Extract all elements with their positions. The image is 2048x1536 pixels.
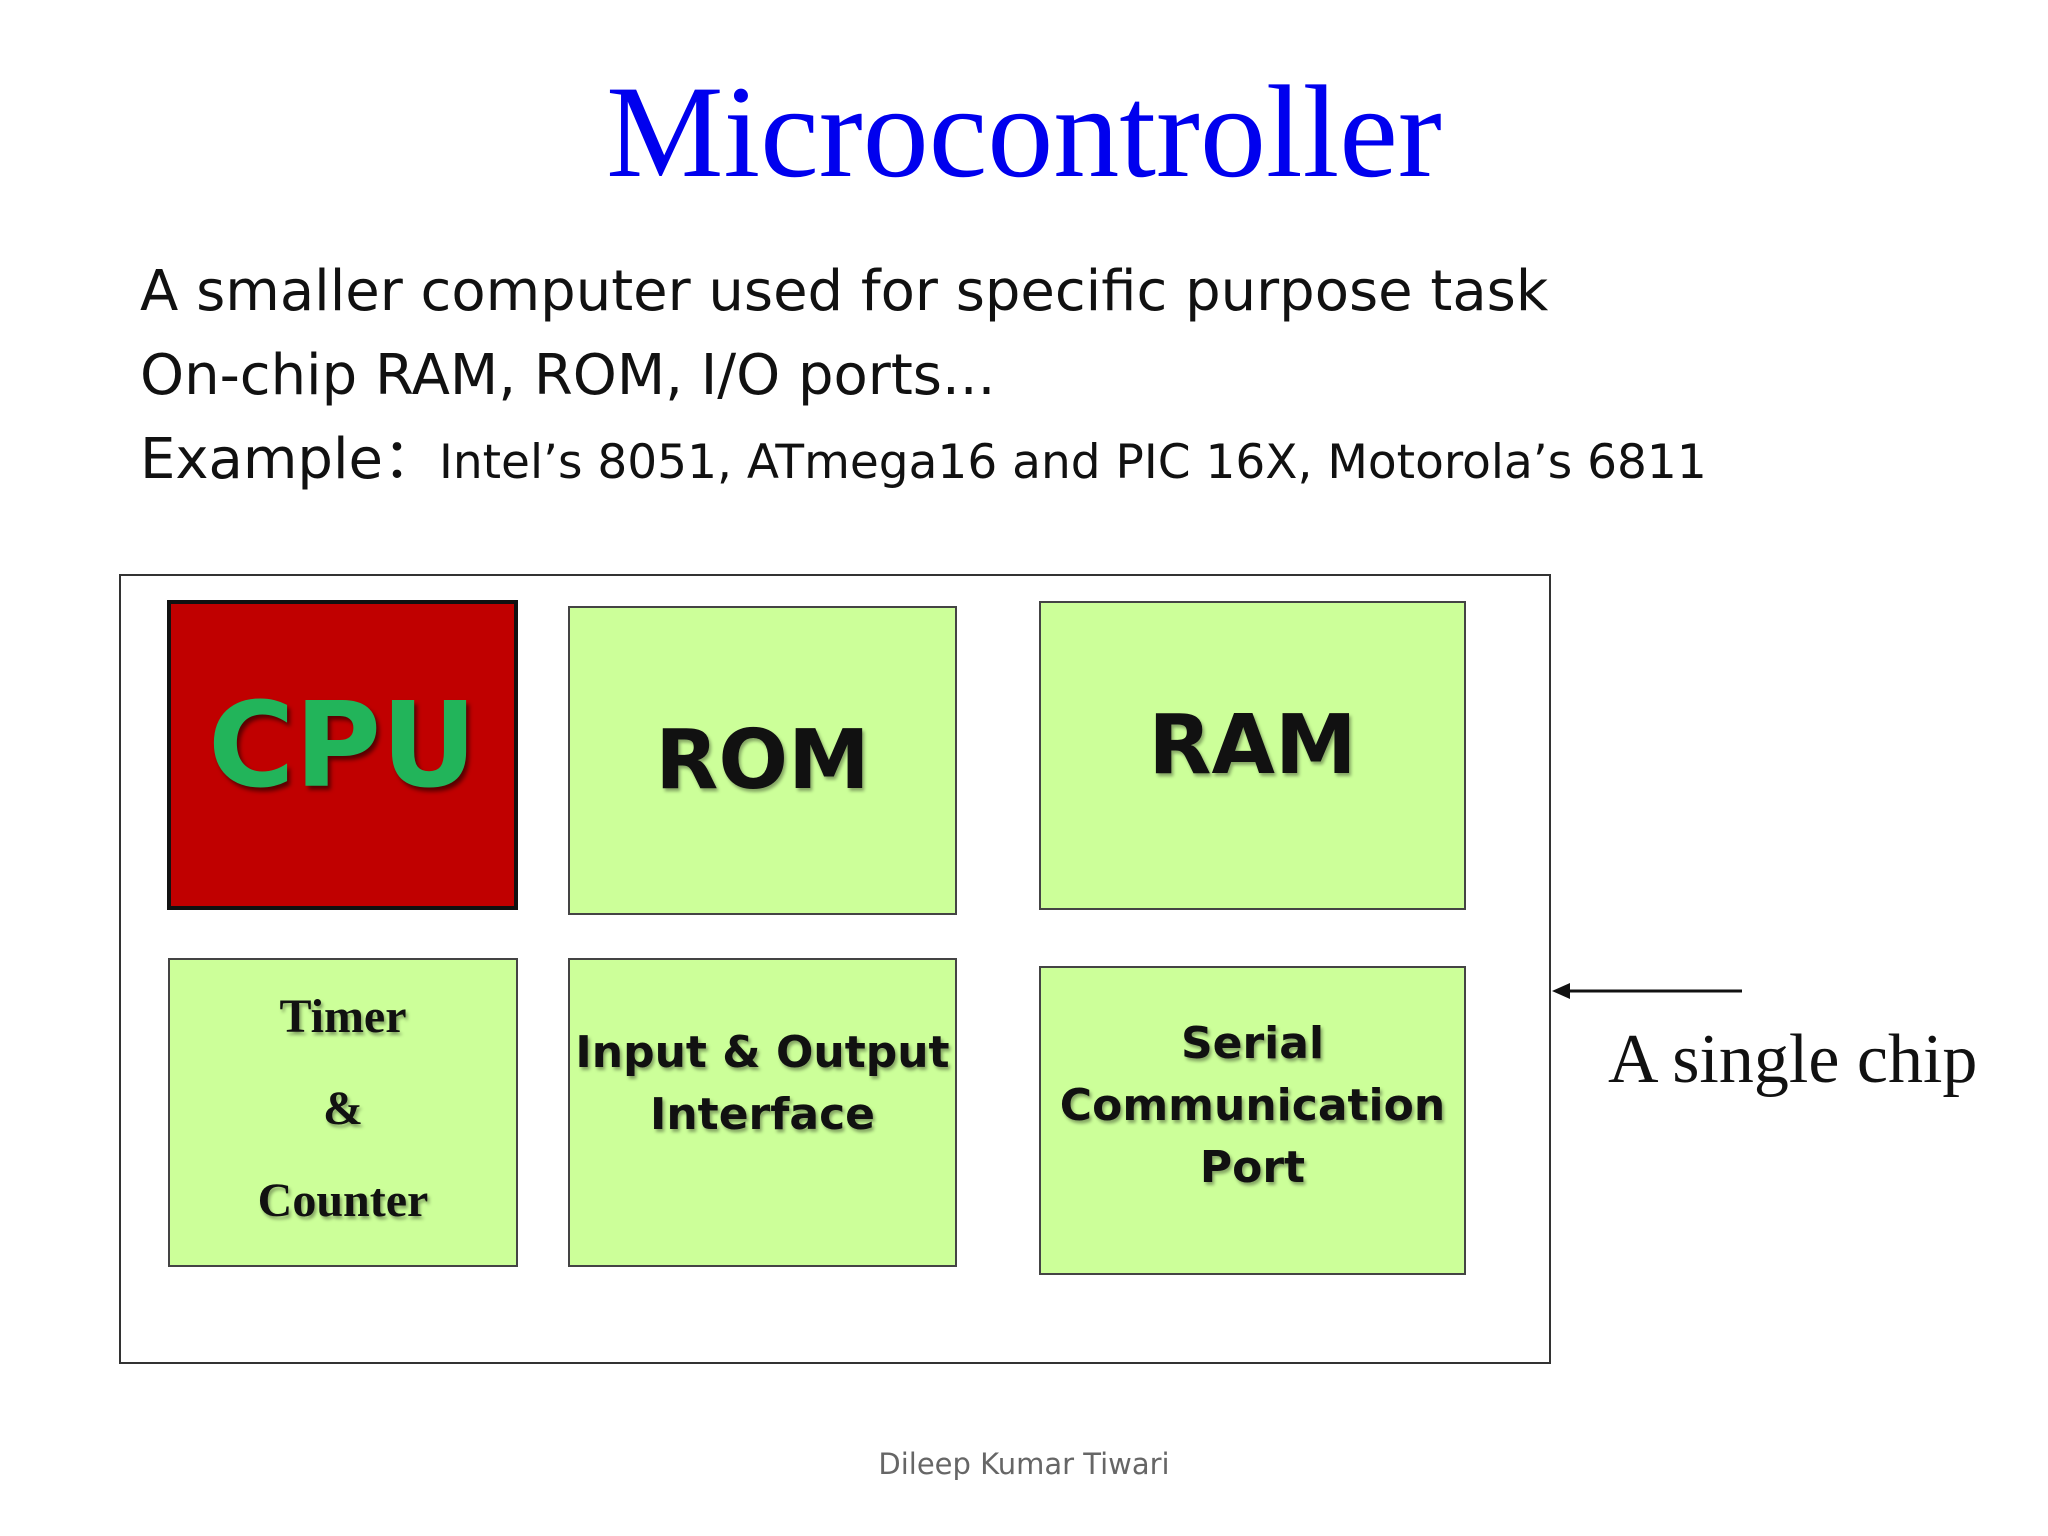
counter-label-line: Counter — [257, 1173, 429, 1227]
timer-counter-block: Timer & Counter — [168, 958, 518, 1267]
cpu-block: CPU — [167, 600, 518, 910]
left-arrow-icon — [1552, 983, 1742, 999]
bullet-line-2: On-chip RAM, ROM, I/O ports... — [140, 343, 996, 408]
cpu-label: CPU — [208, 676, 477, 814]
serial-port-label: Serial Communication Port — [1060, 1013, 1445, 1199]
bullet-line-3: Example：Intel’s 8051, ATmega16 and PIC 1… — [140, 418, 1707, 505]
io-interface-block: Input & Output Interface — [568, 958, 957, 1267]
slide-footer: Dileep Kumar Tiwari — [878, 1447, 1170, 1481]
bullet-list: A smaller computer used for specific pur… — [140, 250, 1707, 505]
chip-caption: A single chip — [1608, 1021, 1978, 1098]
ram-label: RAM — [1148, 697, 1357, 793]
slide-title: Microcontroller — [606, 58, 1442, 205]
ram-block: RAM — [1039, 601, 1466, 910]
serial-label-line-1: Serial — [1180, 1017, 1325, 1069]
timer-label-line: Timer — [279, 989, 407, 1043]
serial-label-line-2: Communication — [1059, 1079, 1446, 1131]
io-label-line-2: Interface — [649, 1088, 875, 1140]
io-interface-label: Input & Output Interface — [575, 1022, 949, 1146]
serial-port-block: Serial Communication Port — [1039, 966, 1466, 1275]
bullet-line-1: A smaller computer used for specific pur… — [140, 259, 1549, 324]
timer-counter-label: Timer & Counter — [258, 971, 429, 1247]
example-prefix: Example： — [140, 427, 439, 492]
example-detail: Intel’s 8051, ATmega16 and PIC 16X, Moto… — [438, 435, 1707, 490]
rom-label: ROM — [655, 712, 870, 808]
serial-label-line-3: Port — [1199, 1141, 1306, 1193]
io-label-line-1: Input & Output — [575, 1026, 950, 1078]
rom-block: ROM — [568, 606, 957, 915]
ampersand-label-line: & — [323, 1081, 363, 1135]
